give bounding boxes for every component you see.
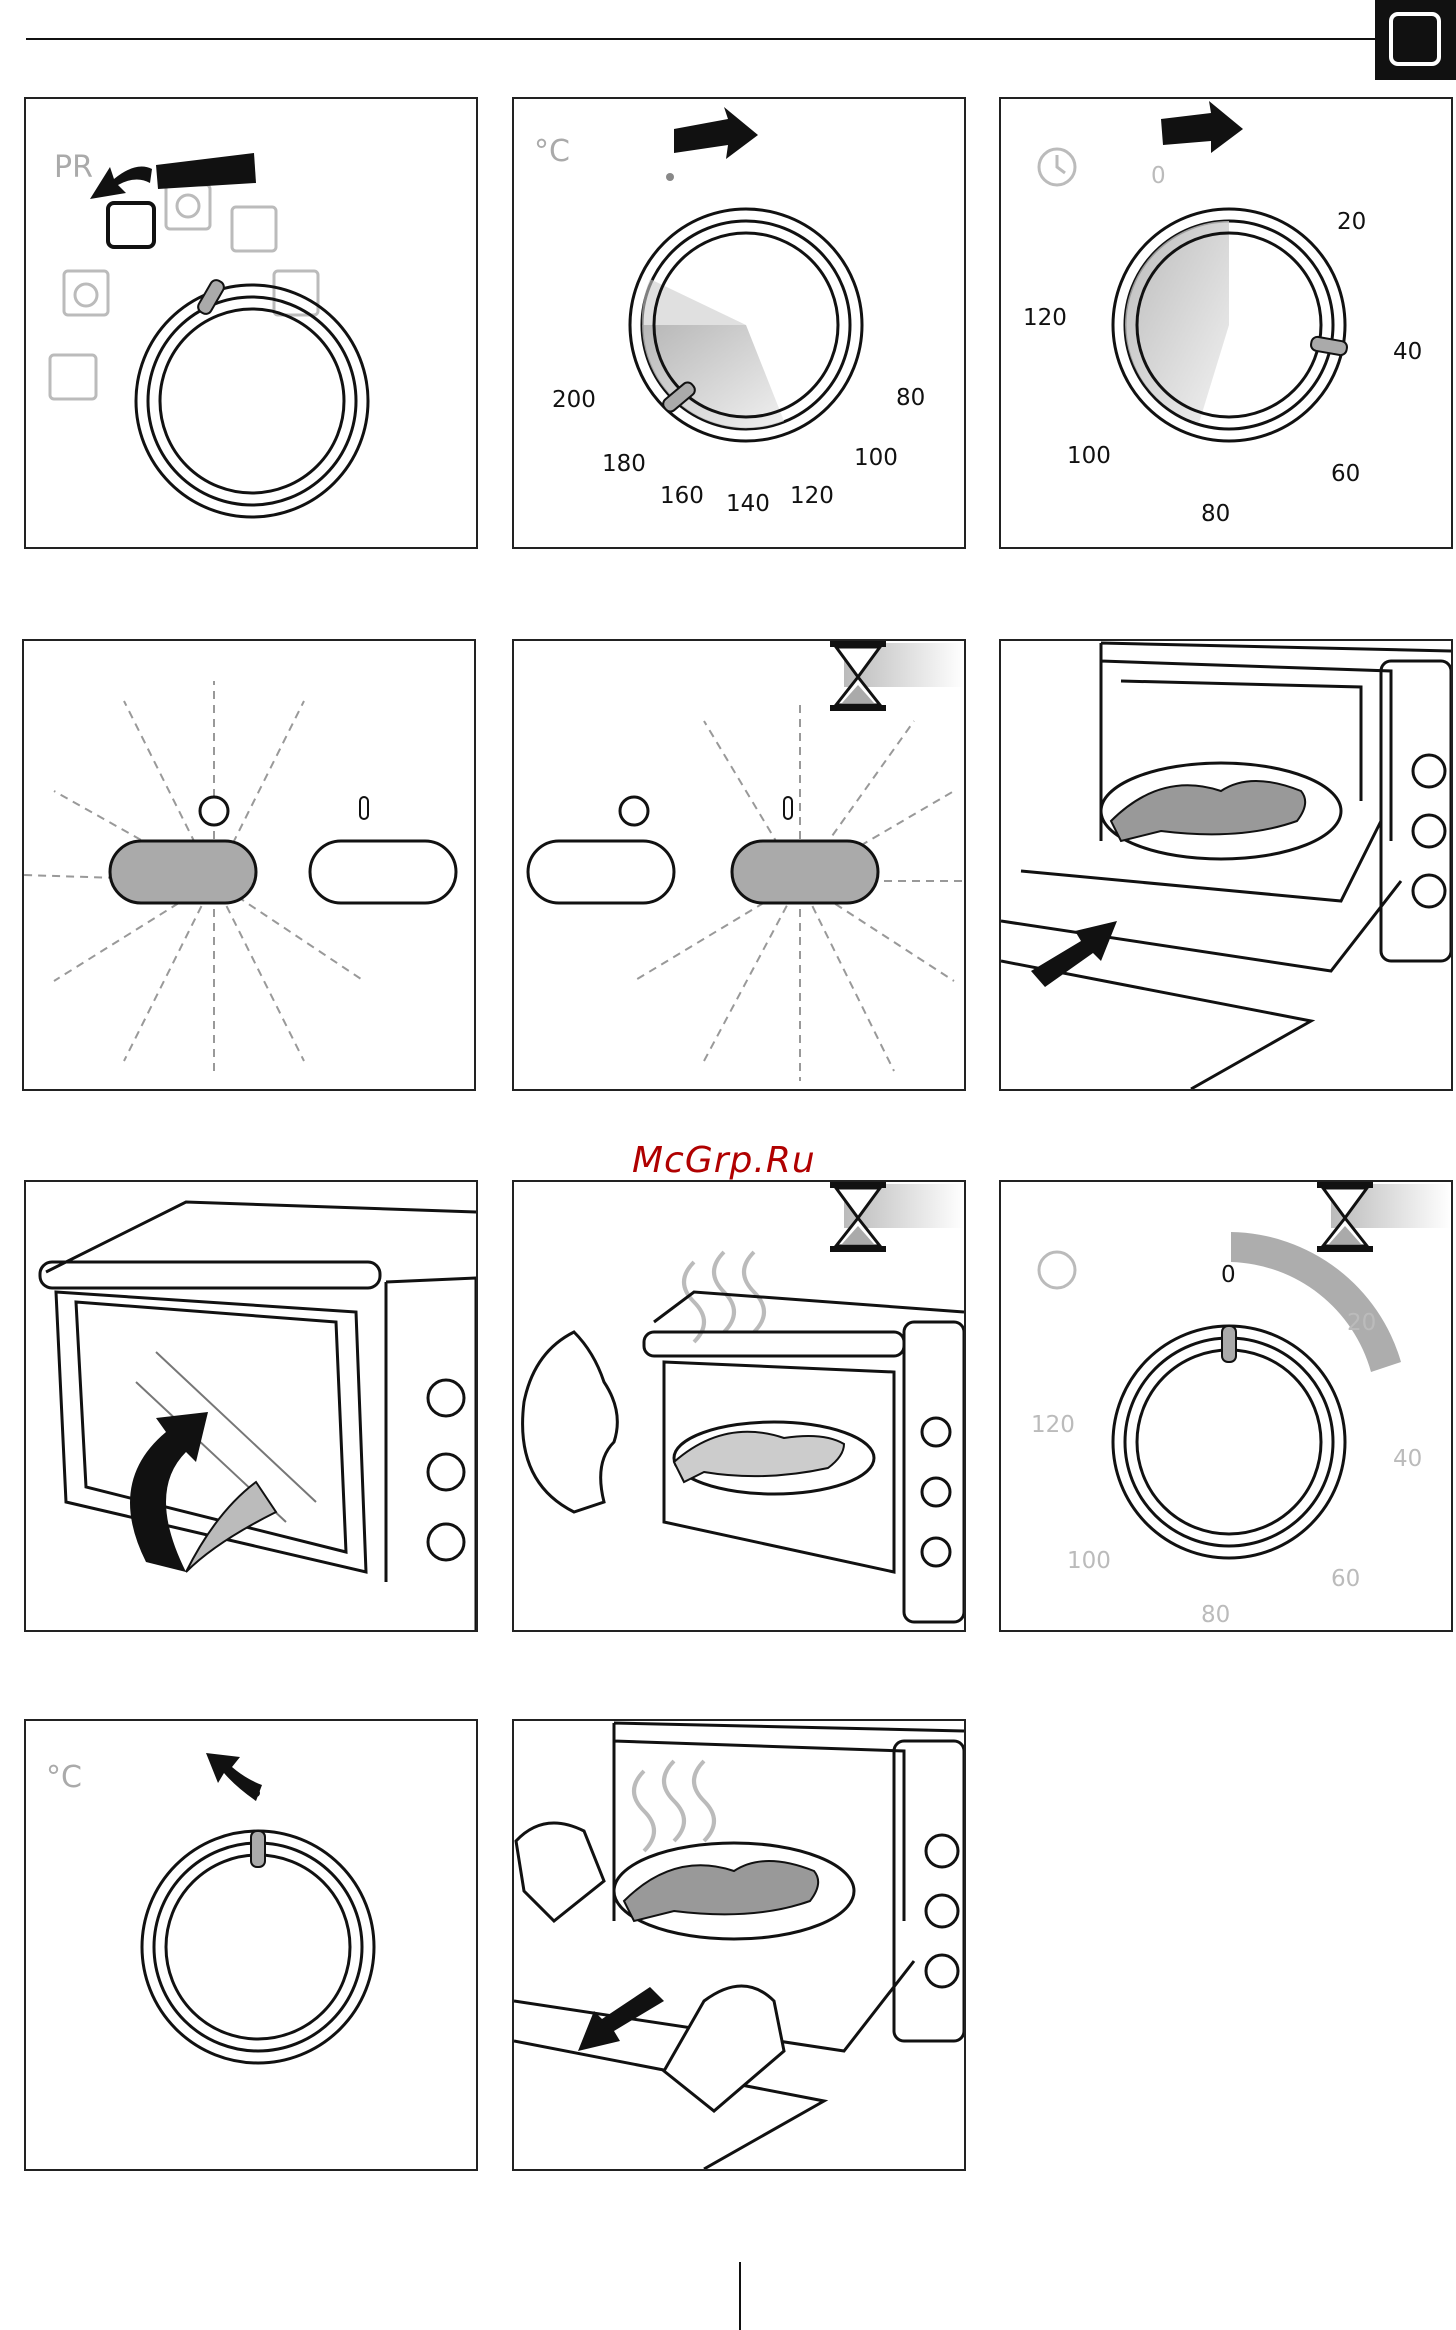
oven-illustration — [1001, 643, 1451, 1089]
selector-knob — [136, 278, 368, 517]
header-rule — [26, 38, 1376, 40]
oven-function-icon — [108, 203, 154, 247]
countdown-arc — [1231, 1232, 1401, 1372]
top-heat-icon — [232, 207, 276, 251]
pull-out-arrow-icon — [578, 1987, 664, 2051]
page-divider — [739, 2262, 741, 2330]
fish-tray — [1101, 763, 1341, 859]
min-60: 60 — [1331, 1566, 1360, 1592]
clock-icon — [200, 797, 228, 825]
panel-timer-countdown: 0 20 40 60 80 100 120 — [999, 1180, 1453, 1632]
oven-illustration — [40, 1202, 476, 1630]
thermometer-icon — [360, 797, 368, 819]
timer-knob — [1113, 209, 1348, 441]
temp-80: 80 — [896, 385, 925, 411]
person-face-icon — [523, 1332, 618, 1512]
min-80: 80 — [1201, 1602, 1230, 1628]
thermostat-knob — [142, 1831, 374, 2063]
fan-grill-icon — [166, 185, 210, 229]
pr-label: PR — [54, 150, 93, 185]
panel-thermostat-off: °C — [24, 1719, 478, 2171]
panel-thermostat: °C 200 180 160 140 120 100 80 — [512, 97, 966, 549]
rotate-left-arrow-icon — [90, 167, 152, 199]
door-arrow-icon — [130, 1412, 208, 1572]
min-100: 100 — [1067, 443, 1111, 469]
min-20: 20 — [1337, 209, 1366, 235]
temp-140: 140 — [726, 491, 770, 517]
thermostat-lamp-on — [732, 841, 878, 903]
min-120: 120 — [1023, 305, 1067, 331]
fan-icon — [64, 271, 108, 315]
panel-check-cooking — [512, 1180, 966, 1632]
rotate-right-arrow-icon — [1161, 101, 1243, 153]
celsius-label: °C — [534, 134, 570, 169]
temp-160: 160 — [660, 483, 704, 509]
oven-illustration — [514, 1723, 964, 2169]
min-60: 60 — [1331, 461, 1360, 487]
panel-close-door — [24, 1180, 478, 1632]
min-40: 40 — [1393, 1446, 1422, 1472]
temp-180: 180 — [602, 451, 646, 477]
thermostat-knob — [630, 209, 862, 441]
timer-lamp-off — [528, 841, 674, 903]
fish-tray — [674, 1422, 874, 1494]
min-20: 20 — [1347, 1310, 1376, 1336]
grill-icon — [50, 355, 96, 399]
panel-remove-fish — [512, 1719, 966, 2171]
steam-icon — [634, 1761, 714, 1851]
min-0: 0 — [1151, 163, 1166, 189]
celsius-label: °C — [46, 1760, 82, 1795]
oven-mitt-right-icon — [664, 1986, 784, 2111]
oven-mitt-left-icon — [516, 1823, 604, 1921]
temp-100: 100 — [854, 445, 898, 471]
clock-icon — [1039, 1252, 1075, 1288]
min-100: 100 — [1067, 1548, 1111, 1574]
temp-120: 120 — [790, 483, 834, 509]
panel-function-selector: PR — [24, 97, 478, 549]
panel-timer: 0 20 40 60 80 100 120 — [999, 97, 1453, 549]
panel-thermostat-lamp — [512, 639, 966, 1091]
thermostat-lamp-off — [310, 841, 456, 903]
panel-timer-lamp — [22, 639, 476, 1091]
temp-200: 200 — [552, 387, 596, 413]
panel-insert-tray — [999, 639, 1453, 1091]
rotate-right-arrow-icon — [674, 107, 758, 159]
watermark: McGrp.Ru — [632, 1140, 816, 1181]
oven-icon — [1375, 0, 1456, 80]
min-40: 40 — [1393, 339, 1422, 365]
min-0: 0 — [1221, 1262, 1236, 1288]
thermometer-icon — [784, 797, 792, 819]
timer-lamp-on — [110, 841, 256, 903]
min-80: 80 — [1201, 501, 1230, 527]
clock-icon — [620, 797, 648, 825]
min-120: 120 — [1031, 1412, 1075, 1438]
timer-knob — [1113, 1326, 1345, 1558]
fish-tray — [614, 1843, 854, 1939]
